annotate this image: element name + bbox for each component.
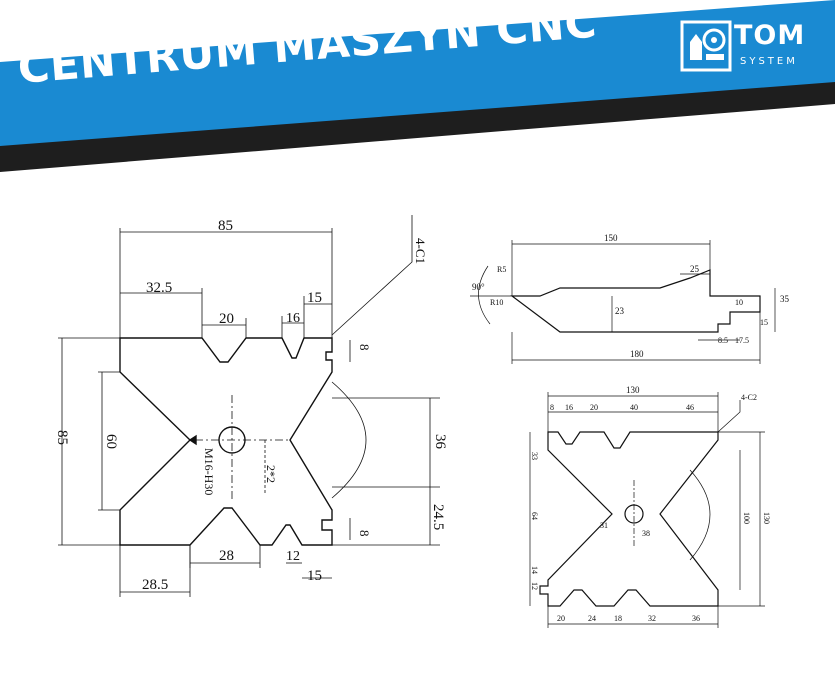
rb-dim-top-8: 8 [550, 403, 554, 412]
gear-hand-icon [680, 20, 732, 72]
dim-right-offset-bottom: 15 [307, 568, 322, 584]
dim-right-notch-top: 8 [357, 344, 372, 351]
dim-center-height: 60 [103, 434, 119, 449]
rb-dim-bot-32: 32 [648, 614, 656, 623]
rb-dim-bot-18: 18 [614, 614, 622, 623]
side-dim-r2: R10 [490, 298, 503, 307]
rb-dim-top-20: 20 [590, 403, 598, 412]
dim-chamfer: 4-C1 [413, 238, 428, 264]
dim-notch-top: 20 [219, 311, 234, 327]
rb-dim-left-33: 33 [530, 452, 539, 460]
side-dim-overall: 180 [630, 349, 644, 359]
dim-left-offset: 32.5 [146, 280, 172, 296]
dim-right-notch-bottom: 8 [357, 530, 372, 537]
dim-thread: M16-H30 [202, 448, 216, 495]
rb-dim-bot-24: 24 [588, 614, 596, 623]
side-dim-depth-mid: 23 [615, 306, 625, 316]
dim-notch-small: 16 [286, 311, 300, 326]
dim-left-offset-bottom: 28.5 [142, 577, 168, 593]
rb-dim-bot-36: 36 [692, 614, 700, 623]
logo-main-text: TOM [734, 20, 806, 51]
side-dim-length: 150 [604, 233, 618, 243]
dim-center-right: 36 [432, 434, 448, 450]
side-dim-small-4: 17.5 [735, 336, 749, 345]
side-dim-angle: 90° [472, 282, 485, 292]
rb-dim-r38: 38 [642, 529, 650, 538]
dim-notch-bottom: 28 [219, 548, 234, 564]
tom-system-logo: TOM SYSTEM [680, 18, 820, 78]
rb-dim-r31: 31 [600, 521, 608, 530]
side-view-outline [510, 269, 761, 333]
side-dim-small-2: 15 [760, 318, 768, 327]
dim-slot: 2*2 [264, 465, 278, 483]
dim-height: 85 [54, 430, 70, 445]
rb-dim-top-46: 46 [686, 403, 694, 412]
banner-blue-stripe [0, 0, 835, 146]
dim-lower-right: 24.5 [430, 504, 446, 530]
side-dim-small-1: 10 [735, 298, 743, 307]
side-dim-height-right: 35 [780, 294, 790, 304]
rb-dim-left-64: 64 [530, 512, 539, 520]
banner-background [0, 0, 835, 172]
rb-dim-right-130: 130 [762, 512, 771, 524]
logo-sub-text: SYSTEM [740, 56, 798, 67]
right-block-outline [539, 431, 719, 607]
rb-dim-top-16: 16 [565, 403, 573, 412]
rb-dim-top-40: 40 [630, 403, 638, 412]
side-dim-step-top: 25 [690, 264, 700, 274]
dim-top-width: 85 [218, 218, 233, 234]
rb-dim-chamfer: 4-C2 [741, 393, 757, 402]
side-dim-r1: R5 [497, 265, 506, 274]
rb-dim-bot-20: 20 [557, 614, 565, 623]
rb-dim-right-100: 100 [742, 512, 751, 524]
rb-dim-left-12: 12 [530, 582, 539, 590]
rb-dim-top-width: 130 [626, 385, 640, 395]
rb-dim-left-14: 14 [530, 566, 539, 574]
dim-notch-bottom-small: 12 [286, 549, 300, 564]
side-dim-small-3: 8.5 [718, 336, 728, 345]
dim-right-offset-top: 15 [307, 290, 322, 306]
left-block-outline [119, 337, 333, 546]
